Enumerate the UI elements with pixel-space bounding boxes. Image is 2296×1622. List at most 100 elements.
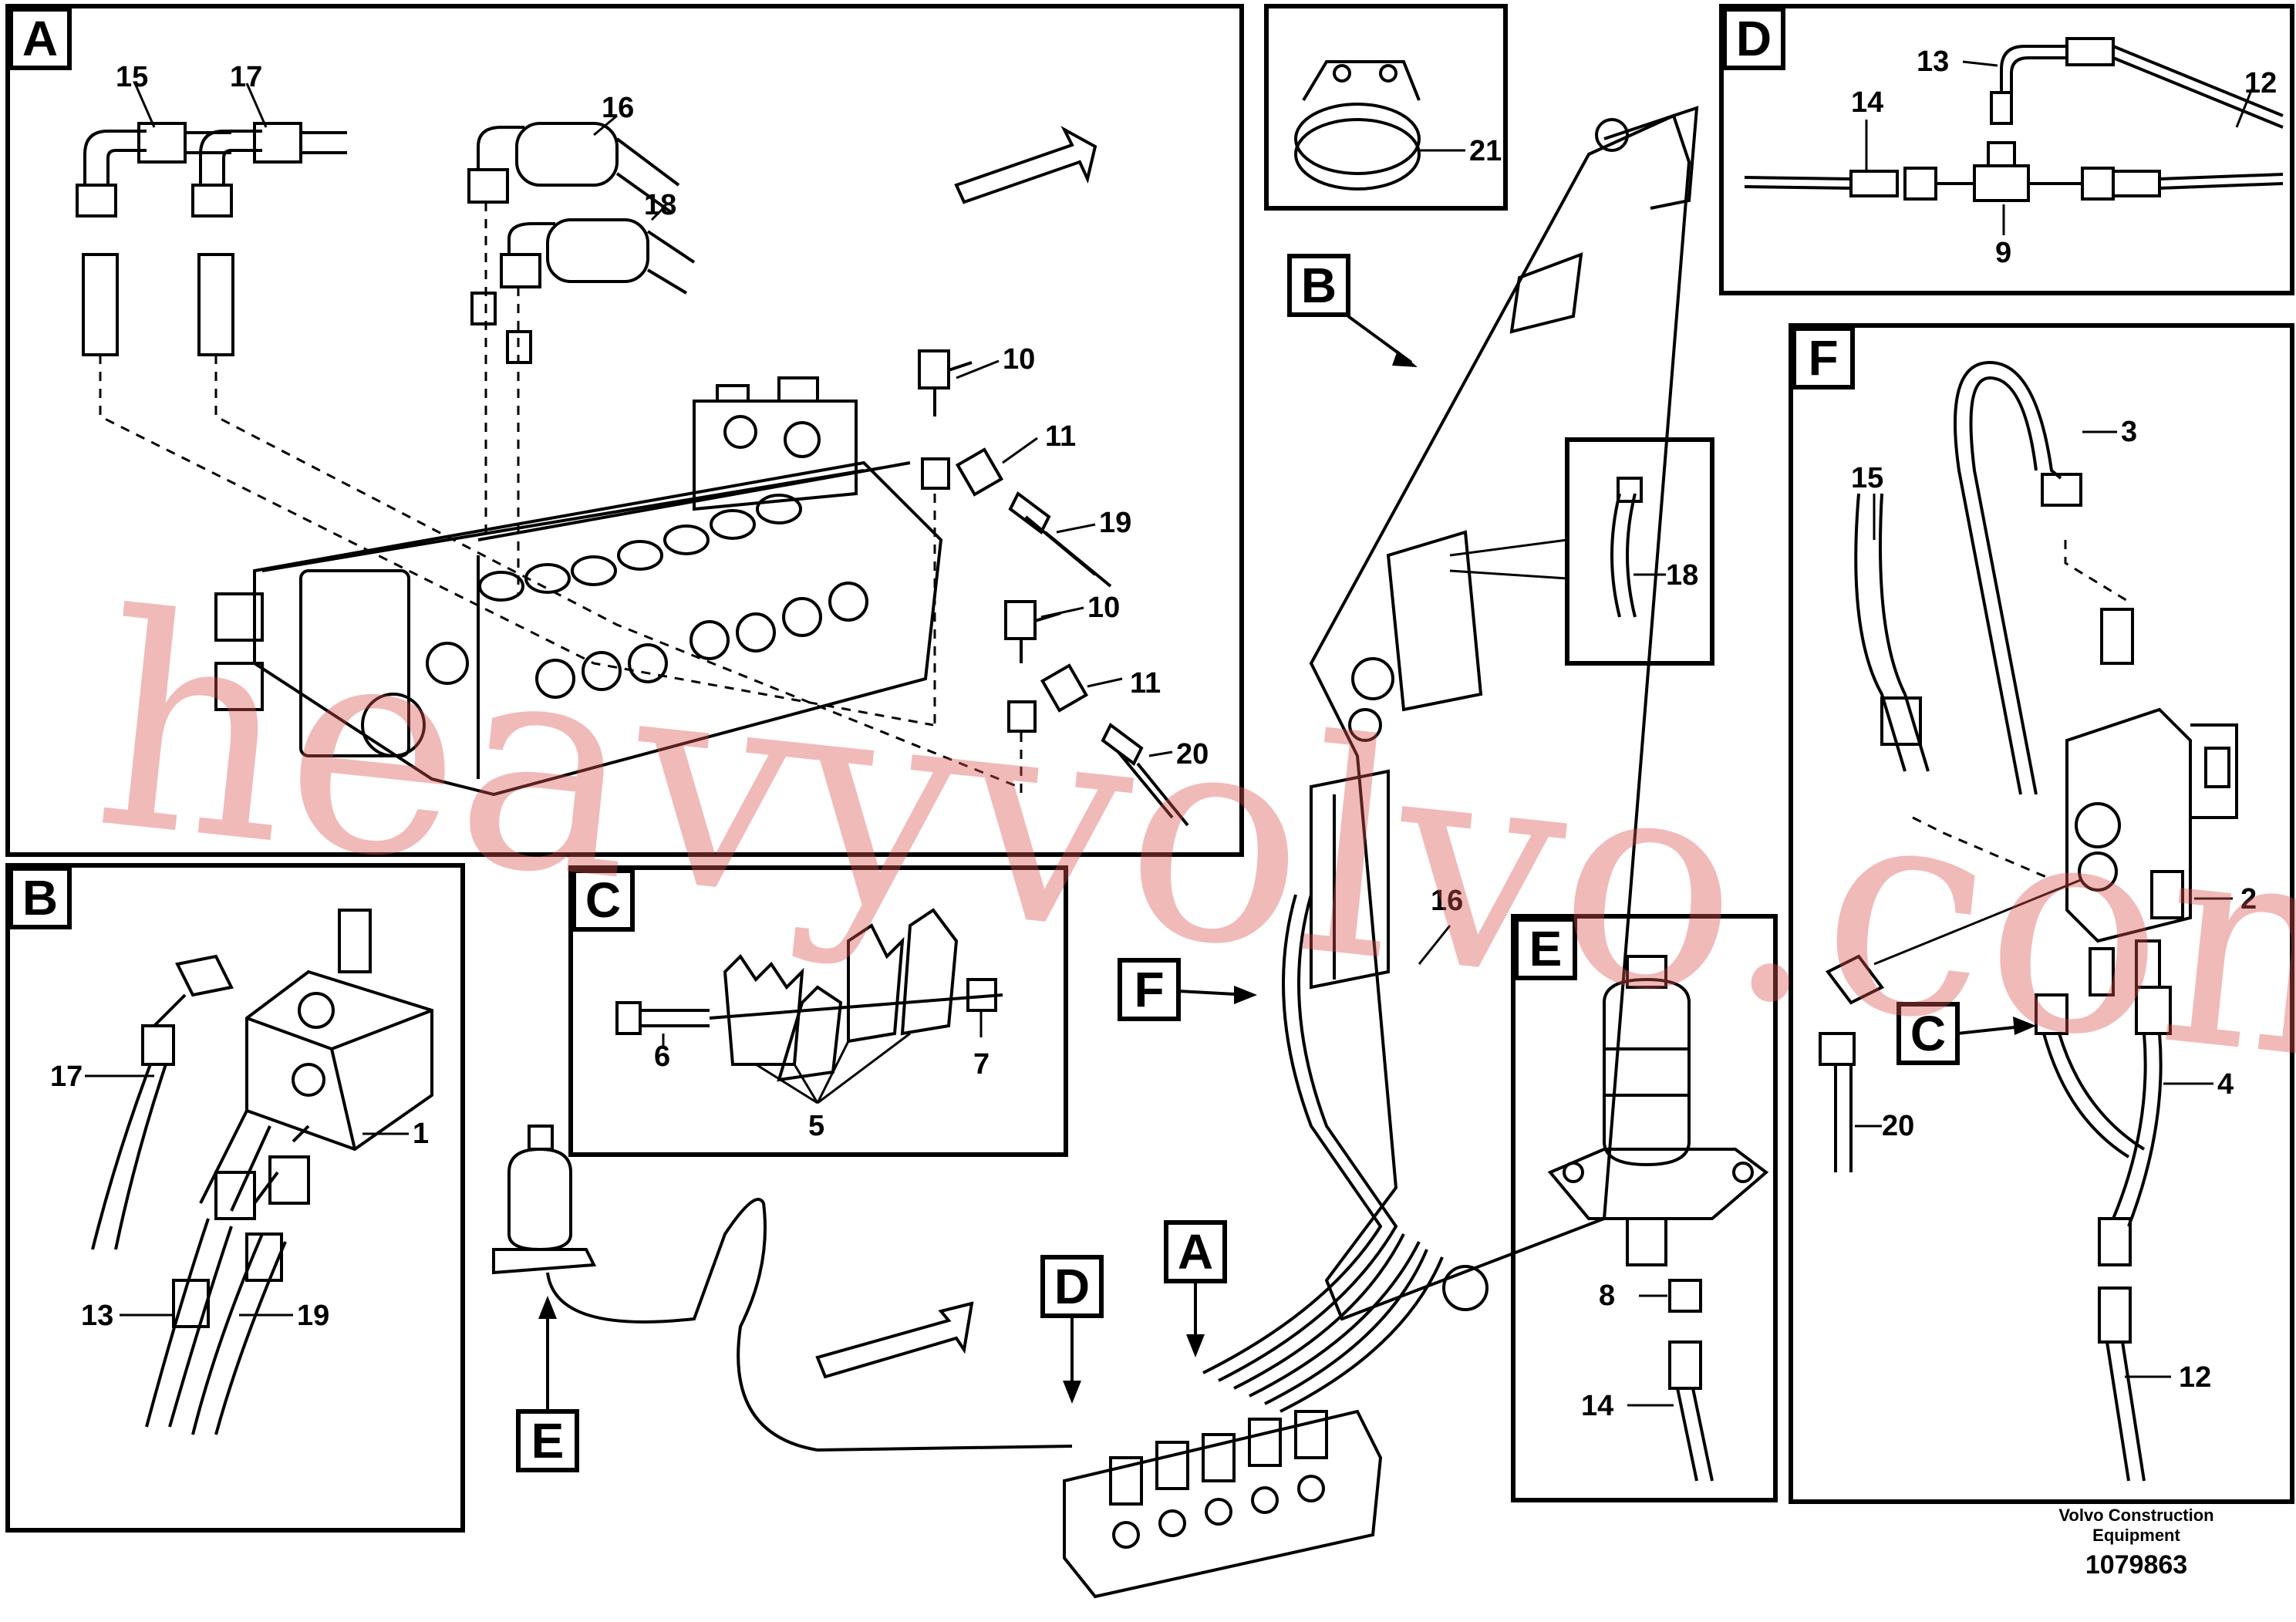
elbow-fitting-17 <box>191 122 1019 788</box>
label-16: 16 <box>602 92 634 124</box>
hose-bundle <box>1202 894 1398 1382</box>
label-7: 7 <box>973 1048 990 1081</box>
label-12: 12 <box>2179 1361 2211 1394</box>
panel-a-letter: A <box>22 11 58 66</box>
label-17: 17 <box>230 61 262 93</box>
panel-a-frame <box>5 4 1244 857</box>
label-17: 17 <box>50 1061 83 1093</box>
label-9: 9 <box>1995 237 2011 269</box>
label-5: 5 <box>808 1110 824 1142</box>
fitting-group-upper <box>918 349 1112 725</box>
fitting-8 <box>1668 1279 1702 1313</box>
leader-16 <box>593 114 618 137</box>
company-name-line1: Volvo Construction <box>2058 1506 2213 1525</box>
label-main-18: 18 <box>1666 559 1698 592</box>
hose-18 <box>500 218 696 594</box>
panel-e: E 8 14 <box>1511 914 1778 1502</box>
callout-e-letter: E <box>531 1413 565 1469</box>
watermark: heavyvolvo.com <box>83 551 2296 1136</box>
label-20: 20 <box>1882 1110 1914 1142</box>
hose-12 <box>2159 173 2284 190</box>
callout-b-letter: B <box>1301 258 1337 313</box>
hose-14 <box>1676 1388 1714 1482</box>
label-19: 19 <box>1099 507 1131 539</box>
panel-c: C 6 7 5 <box>568 865 1068 1157</box>
cylinder <box>1310 769 1390 990</box>
pipe-3 <box>1954 360 2062 795</box>
panel-f: F 3 15 2 <box>1789 323 2294 1504</box>
leader-17 <box>245 83 268 128</box>
label-12: 12 <box>2244 67 2277 99</box>
direction-arrow-icon <box>954 126 1097 204</box>
callout-d-letter: D <box>1054 1259 1090 1314</box>
callout-a-letter: A <box>1178 1224 1213 1280</box>
label-2: 2 <box>2240 883 2257 916</box>
panel-b-letter: B <box>22 870 58 926</box>
inset-hose-18 <box>1565 437 1714 666</box>
pipe-13 <box>2000 45 2067 93</box>
label-1: 1 <box>413 1118 429 1150</box>
company-name-line2: Equipment <box>2092 1526 2180 1545</box>
pressure-sensor <box>1547 955 1769 1266</box>
hose-14 <box>1744 176 1852 190</box>
assembly-arrow-icon <box>815 1301 974 1379</box>
panel-d-frame <box>1719 4 2294 295</box>
hose-17 <box>91 1064 167 1250</box>
callout-f-letter: F <box>1134 962 1164 1017</box>
label-6: 6 <box>654 1040 670 1073</box>
panel-a: A 15 17 <box>5 4 1244 857</box>
panel-a-tag <box>8 7 72 70</box>
panel-c-letter: C <box>585 872 621 928</box>
label-15: 15 <box>116 61 148 93</box>
hose-20 <box>1834 1064 1853 1172</box>
label-21: 21 <box>1469 135 1502 167</box>
label-14: 14 <box>1851 86 1883 119</box>
label-11b: 11 <box>1130 667 1161 700</box>
elbow-fitting <box>175 954 234 997</box>
title-block: Volvo Construction Equipment 1079863 <box>2058 1506 2213 1580</box>
main-control-valve <box>1063 1409 1383 1599</box>
panel-e-tag <box>1514 917 1577 980</box>
hose-clamp <box>1294 103 1421 175</box>
panel-c-tag <box>571 868 635 932</box>
label-10b: 10 <box>1087 592 1120 624</box>
hose-19 <box>191 1233 287 1435</box>
label-3: 3 <box>2121 416 2137 448</box>
panel-f-tag <box>1792 326 1855 389</box>
label-main-16: 16 <box>1431 885 1463 917</box>
control-valve-block <box>214 376 943 797</box>
panel-b-frame <box>5 863 465 1533</box>
bolt-6 <box>615 1001 642 1035</box>
main-assembly: B 18 16 F A D E <box>492 106 1714 1599</box>
label-13: 13 <box>81 1300 113 1332</box>
hose-16 <box>467 122 680 540</box>
boom-arm <box>1309 113 1691 1321</box>
sensor-hose <box>546 1198 1073 1452</box>
callout-c-in-f-letter: C <box>1910 1006 1946 1061</box>
label-18: 18 <box>644 189 676 221</box>
panel-e-frame <box>1511 914 1778 1502</box>
tee-fitting-9 <box>1973 164 2030 202</box>
label-11a: 11 <box>1045 420 1076 453</box>
label-19: 19 <box>297 1300 329 1332</box>
panel-b: B 17 1 13 19 <box>5 863 465 1533</box>
callout-b <box>1287 254 1350 317</box>
panel-d-letter: D <box>1736 11 1772 66</box>
label-14: 14 <box>1581 1390 1613 1422</box>
label-4: 4 <box>2217 1068 2234 1101</box>
hose-4 <box>2112 1033 2163 1227</box>
panel-c-frame <box>568 865 1068 1157</box>
hose-12 <box>2106 1341 2146 1482</box>
panel-f-frame <box>1789 323 2294 1504</box>
drawing-number: 1079863 <box>2085 1550 2187 1580</box>
elbow-fitting <box>1825 954 1885 1005</box>
panel-d: D 13 14 9 12 <box>1719 4 2294 295</box>
panel-clamp: 21 <box>1264 4 1508 211</box>
label-15: 15 <box>1851 462 1883 494</box>
panel-b-tag <box>8 866 72 929</box>
valve-1 <box>245 909 433 1152</box>
hose-15 <box>1854 493 1930 772</box>
sensor-e <box>492 1125 597 1275</box>
panel-d-tag <box>1722 7 1785 70</box>
